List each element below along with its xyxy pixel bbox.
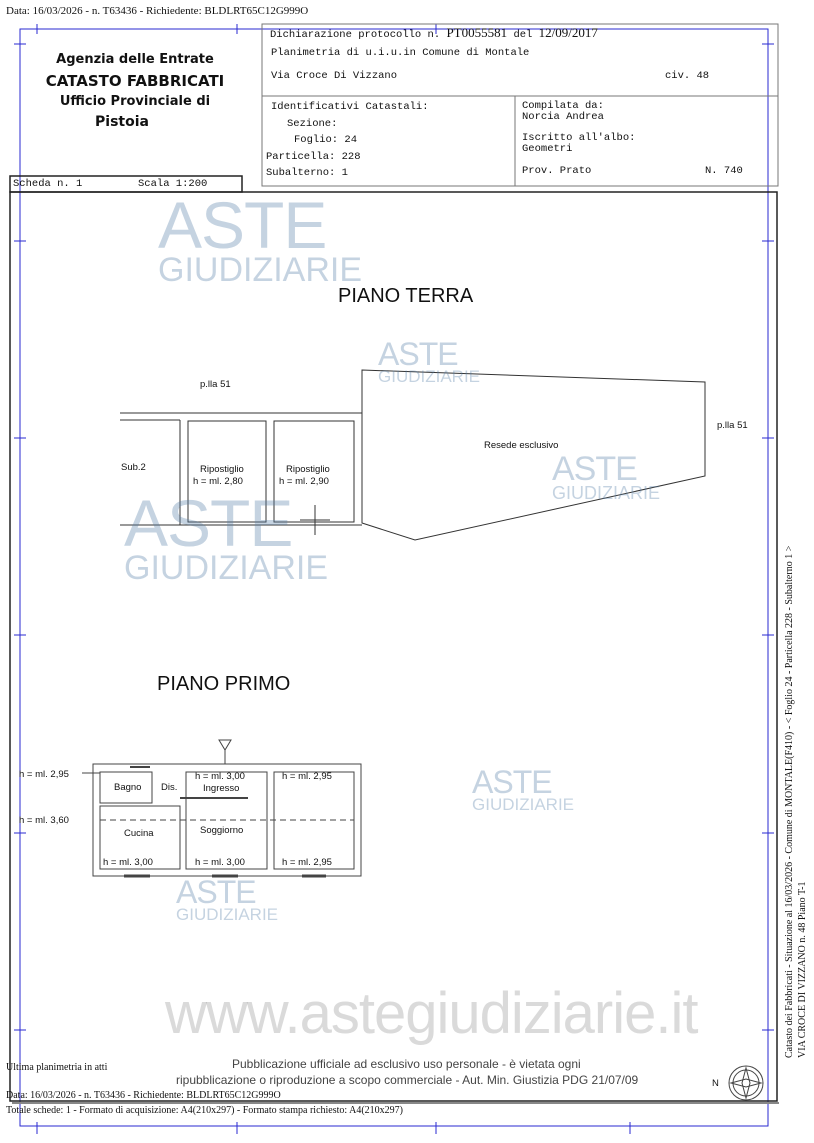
first-floor-plan	[82, 739, 362, 878]
soggiorno-height: h = ml. 3,00	[195, 857, 245, 868]
office-label: Ufficio Provinciale di	[59, 94, 211, 109]
ground-floor-plan	[120, 369, 706, 541]
particella: Particella: 228	[266, 151, 361, 163]
ingresso-label: Ingresso	[203, 783, 240, 794]
publication-notice-1: Pubblicazione ufficiale ad esclusivo uso…	[232, 1057, 581, 1071]
ripostiglio-2-height: h = ml. 2,90	[279, 476, 329, 487]
ripostiglio-1-label: Ripostiglio	[200, 464, 244, 475]
top-request-line: Data: 16/03/2026 - n. T63436 - Richieden…	[6, 5, 309, 17]
resede-label: Resede esclusivo	[484, 440, 559, 451]
dichiarazione-label: Dichiarazione protocollo n.	[270, 29, 441, 41]
protocol-date: 12/09/2017	[538, 25, 598, 40]
albo-number: N. 740	[705, 165, 743, 177]
height-left-2: h = ml. 3,60	[19, 815, 69, 826]
address: Via Croce Di Vizzano	[271, 70, 398, 82]
side-caption-line-1: Catasto dei Fabbricati - Situazione al 1…	[784, 545, 795, 1058]
iscritto-label: Iscritto all'albo:	[522, 132, 636, 144]
right-room-height-bottom: h = ml. 2,95	[282, 857, 332, 868]
protocol-number: PT0055581	[446, 25, 508, 40]
header-box	[261, 23, 779, 187]
albo: Geometri	[522, 143, 573, 155]
north-label: N	[712, 1078, 719, 1089]
agency-name: Agenzia delle Entrate	[56, 52, 214, 67]
right-room-height-top: h = ml. 2,95	[282, 771, 332, 782]
ripostiglio-2-label: Ripostiglio	[286, 464, 330, 475]
ingresso-height: h = ml. 3,00	[195, 771, 245, 782]
compiler-name: Norcia Andrea	[522, 111, 604, 123]
cucina-height: h = ml. 3,00	[103, 857, 153, 868]
soggiorno-label: Soggiorno	[200, 825, 244, 836]
province-name: Pistoia	[95, 114, 149, 130]
piano-terra-title: PIANO TERRA	[338, 285, 474, 307]
planimetria-line: Planimetria di u.i.u.in Comune di Montal…	[271, 47, 530, 59]
side-caption-line-2: VIA CROCE DI VIZZANO n. 48 Piano T-1	[797, 881, 808, 1058]
bagno-label: Bagno	[114, 782, 142, 793]
scheda-number: Scheda n. 1	[13, 178, 83, 190]
plla-top-label: p.lla 51	[200, 379, 231, 390]
subalterno: Subalterno: 1	[266, 167, 348, 179]
height-left-1: h = ml. 2,95	[19, 769, 69, 780]
piano-primo-title: PIANO PRIMO	[157, 673, 291, 695]
del-label: del	[513, 29, 533, 41]
watermark-url: www.astegiudiziarie.it	[165, 981, 698, 1046]
north-arrow-icon	[728, 1065, 764, 1101]
civic-number: civ. 48	[665, 70, 710, 82]
identificativi-label: Identificativi Catastali:	[271, 101, 429, 113]
drawing-frame	[9, 191, 778, 1102]
side-caption: Catasto dei Fabbricati - Situazione al 1…	[783, 546, 809, 1058]
cucina-label: Cucina	[124, 828, 154, 839]
footer-data: Data: 16/03/2026 - n. T63436 - Richieden…	[6, 1090, 281, 1101]
compilata-label: Compilata da:	[522, 100, 604, 112]
ripostiglio-1-height: h = ml. 2,80	[193, 476, 243, 487]
blue-frame	[14, 24, 774, 1134]
catasto-title: CATASTO FABBRICATI	[45, 72, 225, 90]
foglio: Foglio: 24	[294, 134, 358, 146]
footer-totale: Totale schede: 1 - Formato di acquisizio…	[6, 1105, 403, 1116]
sub2-label: Sub.2	[121, 462, 146, 473]
dis-label: Dis.	[161, 782, 178, 793]
sezione: Sezione:	[287, 118, 338, 130]
publication-notice-2: ripubblicazione o riproduzione a scopo c…	[176, 1073, 639, 1087]
scale: Scala 1:200	[138, 178, 208, 190]
plla-right-label: p.lla 51	[717, 420, 748, 431]
ultima-planimetria: Ultima planimetria in atti	[6, 1062, 108, 1073]
province-prov: Prov. Prato	[522, 165, 592, 177]
dichiarazione-line: Dichiarazione protocollo n. PT0055581 de…	[270, 25, 598, 41]
